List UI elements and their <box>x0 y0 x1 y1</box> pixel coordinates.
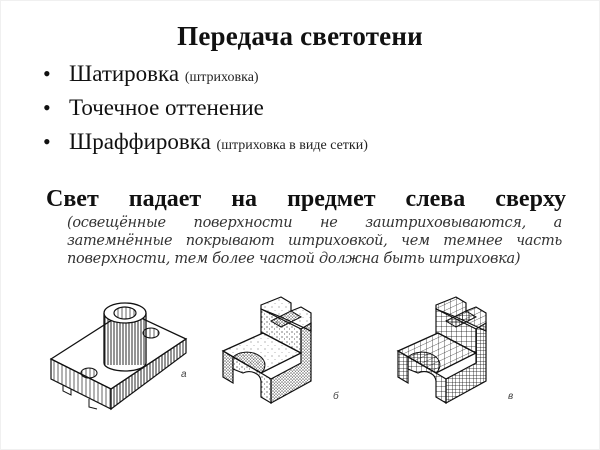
technique-list: Шатировка (штриховка) Точечное оттенение… <box>41 57 368 159</box>
figure-stippling: б <box>221 291 341 411</box>
grid-hatched-part-drawing <box>396 296 487 405</box>
hatched-part-drawing <box>49 302 188 411</box>
figure-label: в <box>508 391 514 402</box>
figure-crosshatching: в <box>396 291 516 411</box>
section-heading: Свет падает на предмет слева сверху <box>46 186 566 212</box>
slide-title: Передача светотени <box>177 21 423 51</box>
bullet-item: Точечное оттенение <box>41 91 368 125</box>
bullet-label: Шатировка <box>69 61 180 86</box>
bullet-label: Точечное оттенение <box>69 95 264 120</box>
figure-label: б <box>333 391 339 402</box>
bullet-note: (штриховка) <box>184 70 259 85</box>
figure-label: а <box>181 369 187 380</box>
bullet-item: Шраффировка (штриховка в виде сетки) <box>41 125 368 159</box>
bullet-label: Шраффировка <box>69 129 211 154</box>
bullet-item: Шатировка (штриховка) <box>41 57 368 91</box>
section-description: (освещённые поверхности не заштриховываю… <box>67 215 562 267</box>
stippled-part-drawing <box>221 296 312 405</box>
bullet-note: (штриховка в виде сетки) <box>216 138 368 153</box>
figure-hatching: а <box>41 291 201 421</box>
